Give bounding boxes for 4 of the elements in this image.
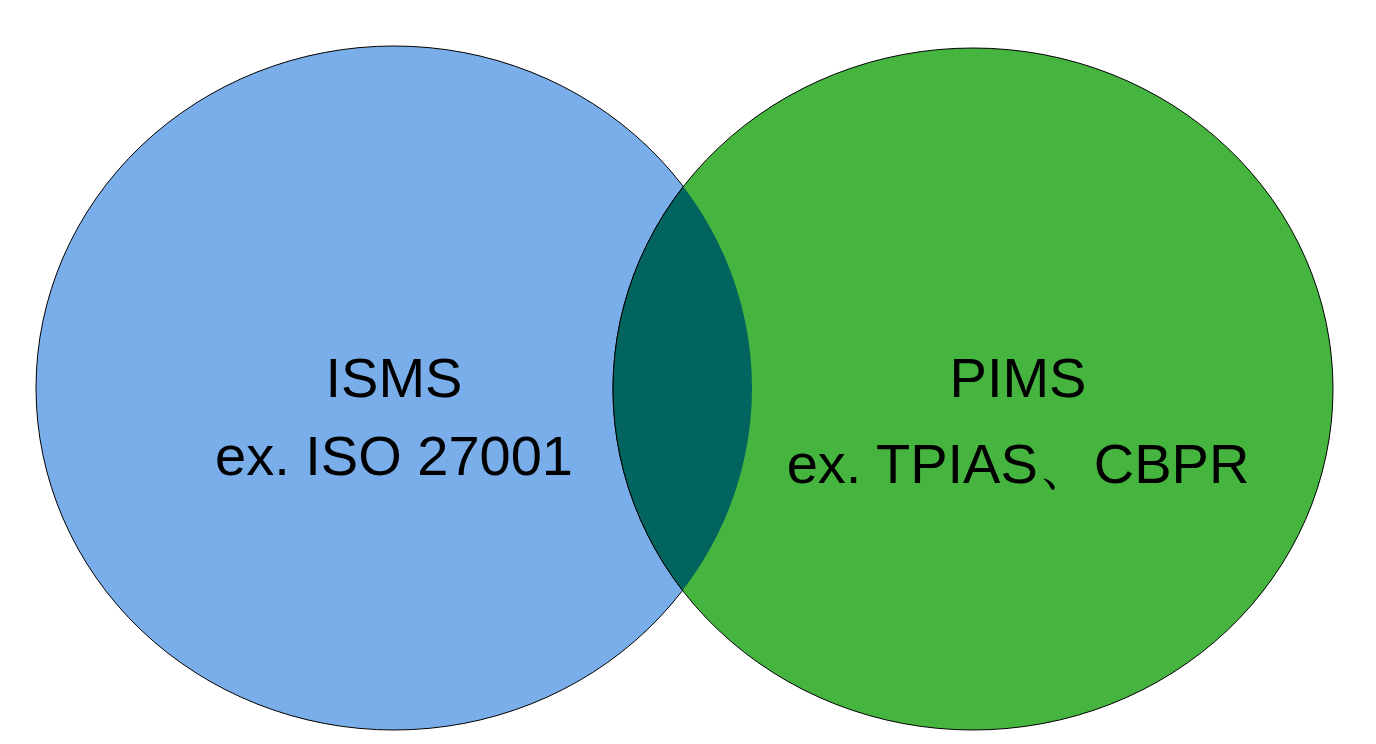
set-title: PIMS: [949, 345, 1087, 410]
set-title: ISMS: [325, 345, 463, 410]
set-example-text: ex. TPIAS、CBPR: [786, 431, 1250, 497]
set-example-text: ex. ISO 27001: [215, 423, 573, 488]
